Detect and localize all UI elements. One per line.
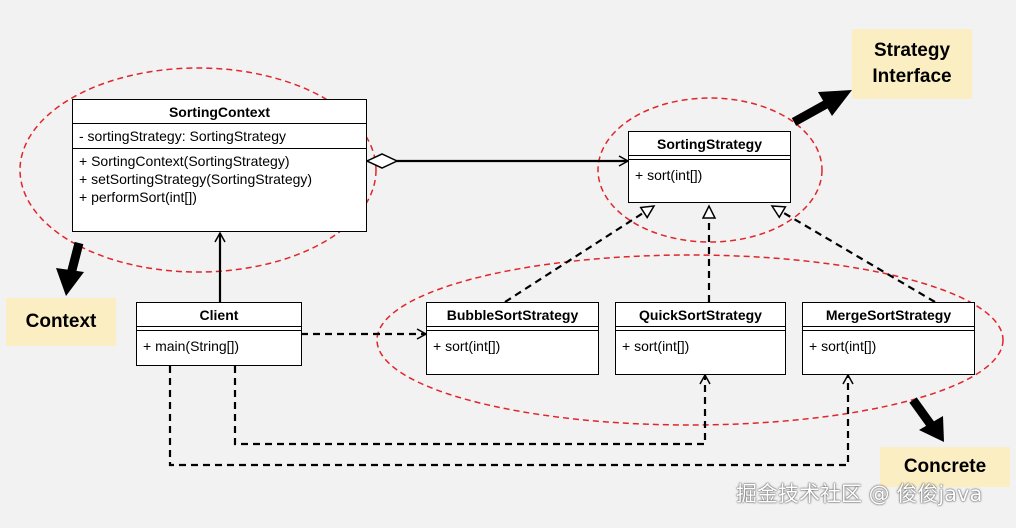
context-highlight-ellipse bbox=[19, 67, 377, 273]
sorting-strategy-class[interactable]: SortingStrategy + sort(int[]) bbox=[628, 131, 791, 203]
methods-section: + main(String[]) bbox=[137, 331, 301, 358]
client-to-merge-dependency bbox=[168, 366, 854, 467]
client-to-quick-dependency bbox=[233, 366, 711, 446]
quick-sort-strategy-class[interactable]: QuickSortStrategy + sort(int[]) bbox=[615, 302, 786, 375]
method-row: + sort(int[]) bbox=[809, 338, 877, 354]
divider bbox=[803, 326, 974, 331]
strategy-interface-callout: Strategy Interface bbox=[852, 29, 972, 99]
concrete-callout-arrow bbox=[909, 397, 944, 442]
method-row: + SortingContext(SortingStrategy) bbox=[79, 153, 290, 169]
divider bbox=[616, 326, 785, 331]
class-name: MergeSortStrategy bbox=[825, 307, 952, 323]
class-name: BubbleSortStrategy bbox=[446, 307, 579, 323]
class-name: SortingContext bbox=[168, 104, 271, 120]
sorting-context-class[interactable]: SortingContext - sortingStrategy: Sortin… bbox=[72, 99, 367, 232]
class-name: SortingStrategy bbox=[656, 136, 762, 152]
methods-section: + sort(int[]) bbox=[427, 331, 598, 358]
class-name: Client bbox=[199, 307, 239, 323]
divider bbox=[73, 123, 366, 124]
methods-section: + sort(int[]) bbox=[803, 331, 974, 358]
strategy-highlight-ellipse bbox=[597, 97, 823, 243]
method-row: + sort(int[]) bbox=[433, 338, 501, 354]
client-class[interactable]: Client + main(String[]) bbox=[136, 302, 302, 366]
divider bbox=[427, 326, 598, 331]
merge-realization bbox=[772, 205, 936, 303]
divider bbox=[73, 148, 366, 149]
method-row: + main(String[]) bbox=[143, 338, 240, 354]
watermark-text: 掘金技术社区 @ 俊俊java bbox=[736, 482, 983, 506]
method-row: + performSort(int[]) bbox=[79, 189, 197, 205]
strategy-callout-arrow bbox=[791, 90, 852, 126]
context-callout: Context bbox=[6, 298, 116, 346]
bubble-sort-strategy-class[interactable]: BubbleSortStrategy + sort(int[]) bbox=[426, 302, 599, 375]
merge-sort-strategy-class[interactable]: MergeSortStrategy + sort(int[]) bbox=[802, 302, 975, 375]
attributes-section: - sortingStrategy: SortingStrategy bbox=[73, 124, 366, 148]
method-row: + sort(int[]) bbox=[635, 167, 703, 183]
methods-section: + sort(int[]) bbox=[616, 331, 785, 358]
methods-section: + SortingContext(SortingStrategy) + setS… bbox=[73, 149, 366, 209]
divider bbox=[629, 155, 790, 160]
concrete-highlight-ellipse bbox=[376, 254, 1004, 426]
concrete-callout: Concrete bbox=[880, 447, 1010, 487]
bubble-realization bbox=[504, 205, 654, 303]
methods-section: + sort(int[]) bbox=[629, 160, 790, 187]
attribute-row: - sortingStrategy: SortingStrategy bbox=[79, 128, 286, 144]
class-name: QuickSortStrategy bbox=[639, 307, 762, 323]
divider bbox=[137, 326, 301, 331]
method-row: + sort(int[]) bbox=[622, 338, 690, 354]
context-callout-arrow bbox=[56, 241, 84, 296]
method-row: + setSortingStrategy(SortingStrategy) bbox=[79, 171, 313, 187]
